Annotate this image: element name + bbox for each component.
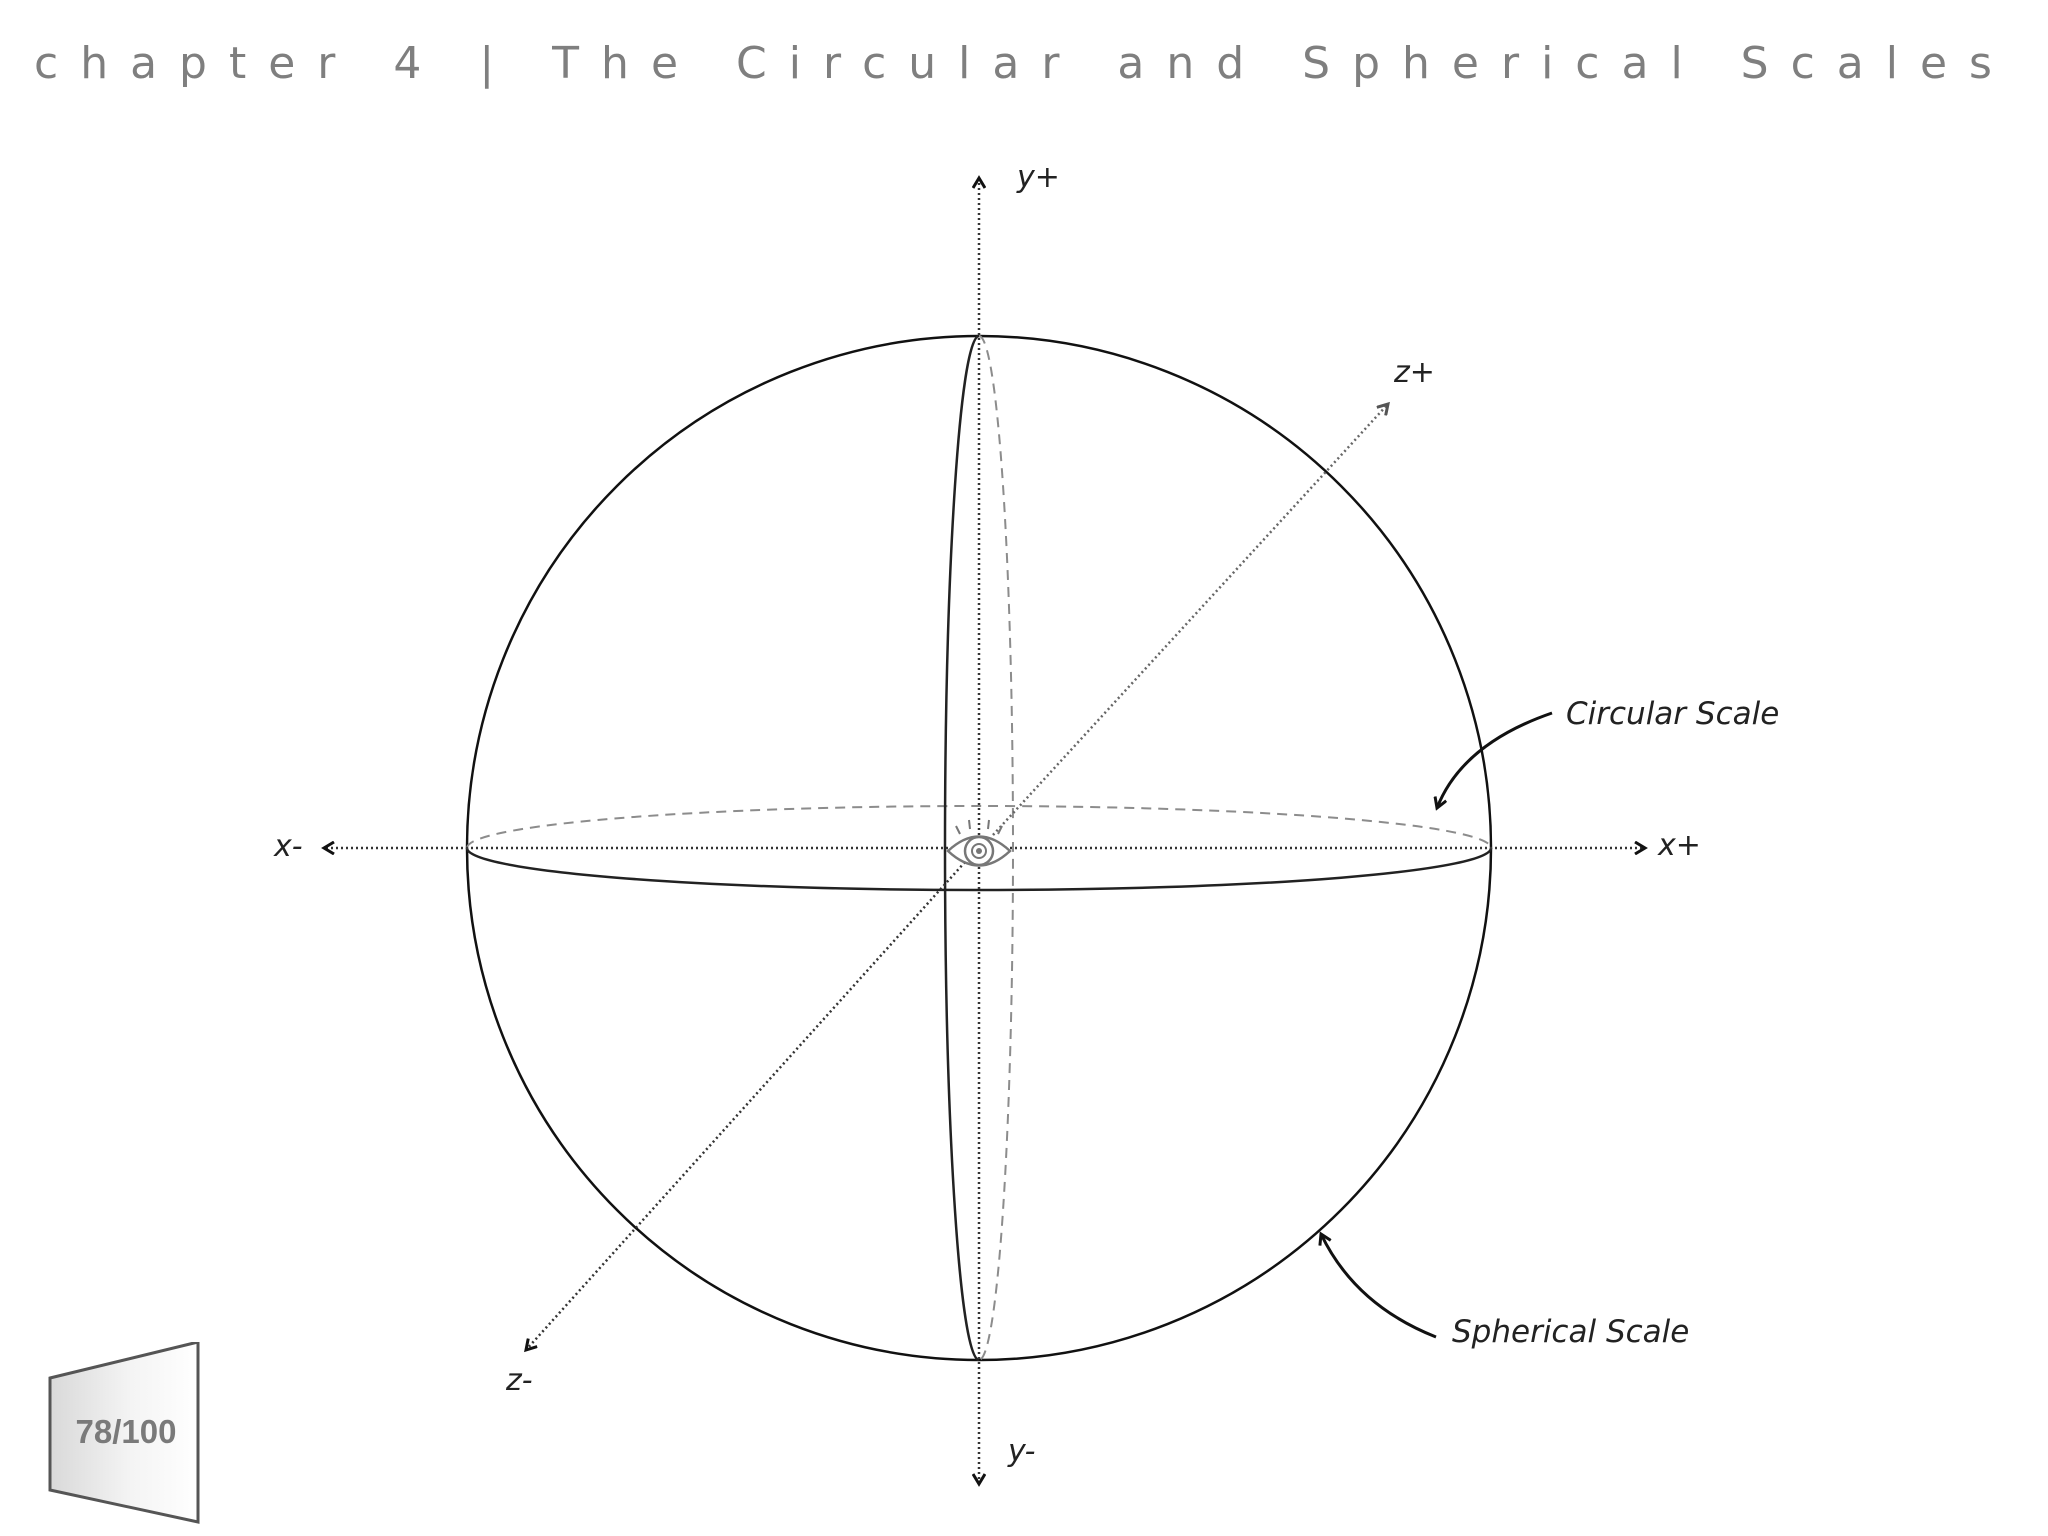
meridian-back <box>978 335 1014 1361</box>
x-minus-label: x- <box>273 829 303 864</box>
circular-scale-pointer <box>1437 711 1553 808</box>
equator-front <box>465 847 1493 892</box>
circular-scale-label: Circular Scale <box>1566 696 1779 732</box>
spherical-scale-pointer <box>1321 1234 1437 1339</box>
z-plus-label: z+ <box>1393 355 1435 390</box>
y-minus-label: y- <box>1007 1434 1036 1469</box>
eye-icon <box>946 819 1012 867</box>
chapter-title: chapter 4 | The Circular and Spherical S… <box>34 38 2014 89</box>
spherical-scale-label: Spherical Scale <box>1452 1314 1689 1350</box>
z-minus-label: z- <box>505 1363 533 1398</box>
x-plus-label: x+ <box>1657 828 1701 863</box>
z-minus-axis <box>526 861 966 1350</box>
equator-back <box>466 805 1492 849</box>
y-plus-label: y+ <box>1016 160 1060 195</box>
page-number: 78/100 <box>75 1413 177 1450</box>
page-number-badge <box>48 1342 200 1524</box>
z-plus-axis <box>992 404 1388 836</box>
meridian-front <box>943 334 980 1362</box>
